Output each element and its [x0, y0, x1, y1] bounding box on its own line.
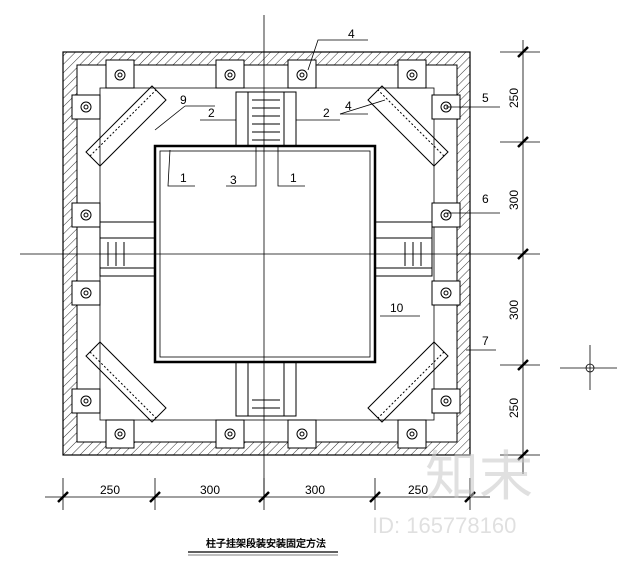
- inner-rails: [99, 87, 435, 421]
- right-bracket: [374, 221, 433, 277]
- callout-9: 9: [180, 93, 187, 107]
- callout-7: 7: [482, 334, 489, 348]
- dimension-chain-bottom: [45, 478, 490, 510]
- outer-formwork-frame: [62, 51, 471, 456]
- dim-right-2: 300: [507, 190, 521, 210]
- callout-3: 3: [230, 173, 237, 187]
- dimension-chain-right: [500, 40, 540, 474]
- dimension-labels-bottom: 250 300 300 250: [100, 483, 428, 497]
- callout-1-left: 1: [180, 171, 187, 185]
- callout-1-right: 1: [290, 171, 297, 185]
- callout-2-right: 2: [323, 106, 330, 120]
- watermark-logo: 知末: [425, 445, 533, 508]
- left-bracket: [99, 221, 156, 277]
- callout-6: 6: [482, 192, 489, 206]
- callout-2-left: 2: [208, 106, 215, 120]
- watermark-id: ID: 165778160: [372, 513, 516, 538]
- callout-4-right: 4: [345, 99, 352, 113]
- crosshair-marker: [560, 345, 617, 390]
- leader-lines: [154, 39, 500, 351]
- top-bracket: [235, 91, 297, 147]
- dim-right-3: 300: [507, 300, 521, 320]
- bolt-plates-right: [431, 94, 461, 414]
- corner-brace-bottom-left: [85, 341, 167, 423]
- dim-right-1: 250: [507, 88, 521, 108]
- corner-brace-bottom-right: [367, 341, 449, 423]
- drawing-caption: 柱子挂架段装安装固定方法: [206, 537, 326, 550]
- dim-bottom-3: 300: [305, 483, 325, 497]
- bolt-plates-top: [105, 59, 427, 89]
- dim-bottom-2: 300: [200, 483, 220, 497]
- bottom-bracket: [235, 361, 297, 417]
- dimension-labels-right: 250 300 300 250: [507, 88, 521, 418]
- corner-brace-top-left: [85, 85, 167, 167]
- dim-bottom-4: 250: [408, 483, 428, 497]
- dim-bottom-1: 250: [100, 483, 120, 497]
- bolt-plates-bottom: [105, 419, 427, 449]
- dim-right-4: 250: [507, 398, 521, 418]
- callout-5: 5: [482, 91, 489, 105]
- callout-labels: 4 9 2 2 4 1 3 1 5 6 10 7: [180, 27, 489, 348]
- corner-brace-top-right: [367, 85, 449, 167]
- watermark: 知末 ID: 165778160: [372, 445, 533, 538]
- bolt-plates-left: [71, 94, 101, 414]
- callout-10: 10: [390, 301, 404, 315]
- callout-4-top: 4: [348, 27, 355, 41]
- caption-block: 柱子挂架段装安装固定方法: [188, 537, 338, 556]
